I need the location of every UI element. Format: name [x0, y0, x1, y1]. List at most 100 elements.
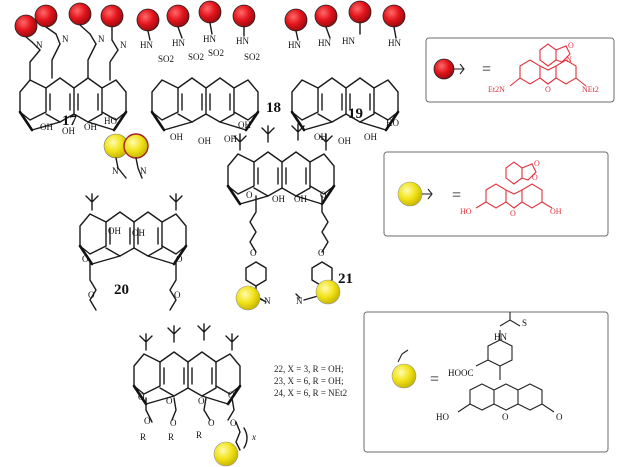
- fluorescein-legend-box: = O O O HO OH: [383, 151, 609, 237]
- atom-o: O: [318, 248, 325, 258]
- atom-ho: HO: [460, 207, 472, 216]
- atom-o: O: [556, 412, 563, 422]
- equals-sign: =: [452, 187, 461, 204]
- atom-o: O: [176, 254, 183, 264]
- atom-oh: OH: [550, 207, 562, 216]
- rhodamine-fluorophore-icon: [198, 0, 222, 24]
- rhodamine-fluorophore-icon: [34, 4, 58, 28]
- atom-hn: HN: [203, 34, 216, 44]
- rhodamine-legend-box: = O N O Et2N NEt2: [425, 37, 615, 103]
- compound-21: OH OH O O O O N N 21: [226, 123, 353, 311]
- rhodamine-fluorophore-icon: [382, 4, 406, 28]
- rhodamine-fluorophore-icon: [68, 2, 92, 26]
- atom-oh: OH: [272, 194, 285, 204]
- atom-n: N: [264, 296, 271, 306]
- atom-ho: HO: [104, 116, 117, 126]
- rhodamine-fluorophore-icon: [348, 0, 372, 24]
- atom-o: O: [208, 418, 215, 428]
- fitc-legend-box: = HN S HOOC O HO O: [363, 311, 609, 453]
- atom-r: R: [140, 432, 146, 442]
- compound-20-label: 20: [114, 282, 129, 298]
- atom-o: O: [138, 392, 145, 402]
- fluorescein-fluorophore-icon: [235, 285, 261, 311]
- note-23: 23, X = 6, R = OH;: [274, 376, 344, 386]
- atom-o: O: [82, 254, 89, 264]
- atom-o: O: [228, 390, 235, 400]
- rhodamine-structure: [509, 43, 587, 87]
- rhodamine-fluorophore-icon: [100, 4, 124, 28]
- rhodamine-fluorophore-icon: [14, 14, 38, 38]
- atom-o: O: [532, 173, 538, 182]
- compound-18-label: 18: [266, 100, 281, 116]
- compound-19: HN HN HN HN OH OH OH HO 19: [284, 0, 406, 146]
- equals-sign: =: [482, 61, 491, 78]
- fluorescein-fluorophore-icon: [397, 181, 423, 207]
- atom-o: O: [170, 418, 177, 428]
- equals-sign: =: [430, 371, 439, 388]
- atom-hn: HN: [342, 36, 355, 46]
- atom-o: O: [510, 209, 516, 218]
- substituent-notes: 22, X = 3, R = OH; 23, X = 6, R = OH; 24…: [274, 364, 347, 398]
- atom-n: N: [62, 34, 69, 44]
- atom-ho: HO: [386, 118, 399, 128]
- atom-r: R: [168, 432, 174, 442]
- rhodamine-fluorophore-icon: [433, 58, 455, 80]
- fitc-structure: [457, 312, 555, 413]
- atom-n: N: [296, 296, 303, 306]
- atom-o: O: [246, 190, 253, 200]
- atom-oh: OH: [132, 228, 145, 238]
- atom-et2n: Et2N: [488, 85, 505, 94]
- atom-so2: SO2: [244, 52, 260, 62]
- legend-frame: [383, 151, 609, 237]
- repeat-x: x: [251, 432, 256, 442]
- atom-hn: HN: [140, 40, 153, 50]
- atom-o: O: [198, 396, 205, 406]
- atom-n: N: [566, 55, 572, 64]
- rhodamine-fluorophore-icon: [136, 8, 160, 32]
- atom-oh: OH: [238, 120, 251, 130]
- fluorescein-structure: [475, 161, 553, 209]
- atom-oh: OH: [224, 134, 237, 144]
- rhodamine-fluorophore-icon: [284, 8, 308, 32]
- atom-hooc: HOOC: [448, 368, 474, 378]
- compound-20: N N OH OH O O O O 20: [78, 133, 188, 311]
- atom-oh: OH: [170, 132, 183, 142]
- atom-r: R: [196, 430, 202, 440]
- note-22: 22, X = 3, R = OH;: [274, 364, 344, 374]
- atom-n: N: [112, 166, 119, 176]
- atom-oh: OH: [338, 136, 351, 146]
- atom-so2: SO2: [208, 48, 224, 58]
- fluorescein-fluorophore-icon: [123, 133, 149, 159]
- atom-o: O: [144, 416, 151, 426]
- atom-so2: SO2: [188, 52, 204, 62]
- compound-17-label: 17: [62, 113, 78, 129]
- atom-oh: OH: [294, 194, 307, 204]
- atom-oh: OH: [198, 136, 211, 146]
- atom-o: O: [88, 290, 95, 300]
- rhodamine-fluorophore-icon: [314, 4, 338, 28]
- atom-hn: HN: [318, 38, 331, 48]
- atom-o: O: [174, 290, 181, 300]
- rhodamine-fluorophore-icon: [232, 4, 256, 28]
- note-24: 24, X = 6, R = NEt2: [274, 388, 347, 398]
- atom-o: O: [320, 190, 327, 200]
- atom-so2: SO2: [158, 54, 174, 64]
- atom-n: N: [140, 166, 147, 176]
- atom-oh: OH: [40, 122, 53, 132]
- atom-hn: HN: [494, 332, 507, 342]
- rhodamine-fluorophore-icon: [166, 4, 190, 28]
- compounds-22-24: O O O O O O O O R R R x HN: [132, 323, 256, 463]
- atom-oh: OH: [108, 226, 121, 236]
- compound-18: HN HN HN HN SO2 SO2 SO2 SO2 OH OH OH OH …: [136, 0, 281, 146]
- atom-net2: NEt2: [582, 85, 599, 94]
- atom-o: O: [545, 85, 551, 94]
- compound-17: N N N N OH OH OH HO 17: [14, 2, 128, 136]
- compound-21-label: 21: [338, 271, 353, 287]
- atom-hn: HN: [388, 38, 401, 48]
- fluorescein-fluorophore-icon: [213, 441, 239, 467]
- atom-n: N: [36, 40, 43, 50]
- atom-o: O: [502, 412, 509, 422]
- atom-hn: HN: [288, 40, 301, 50]
